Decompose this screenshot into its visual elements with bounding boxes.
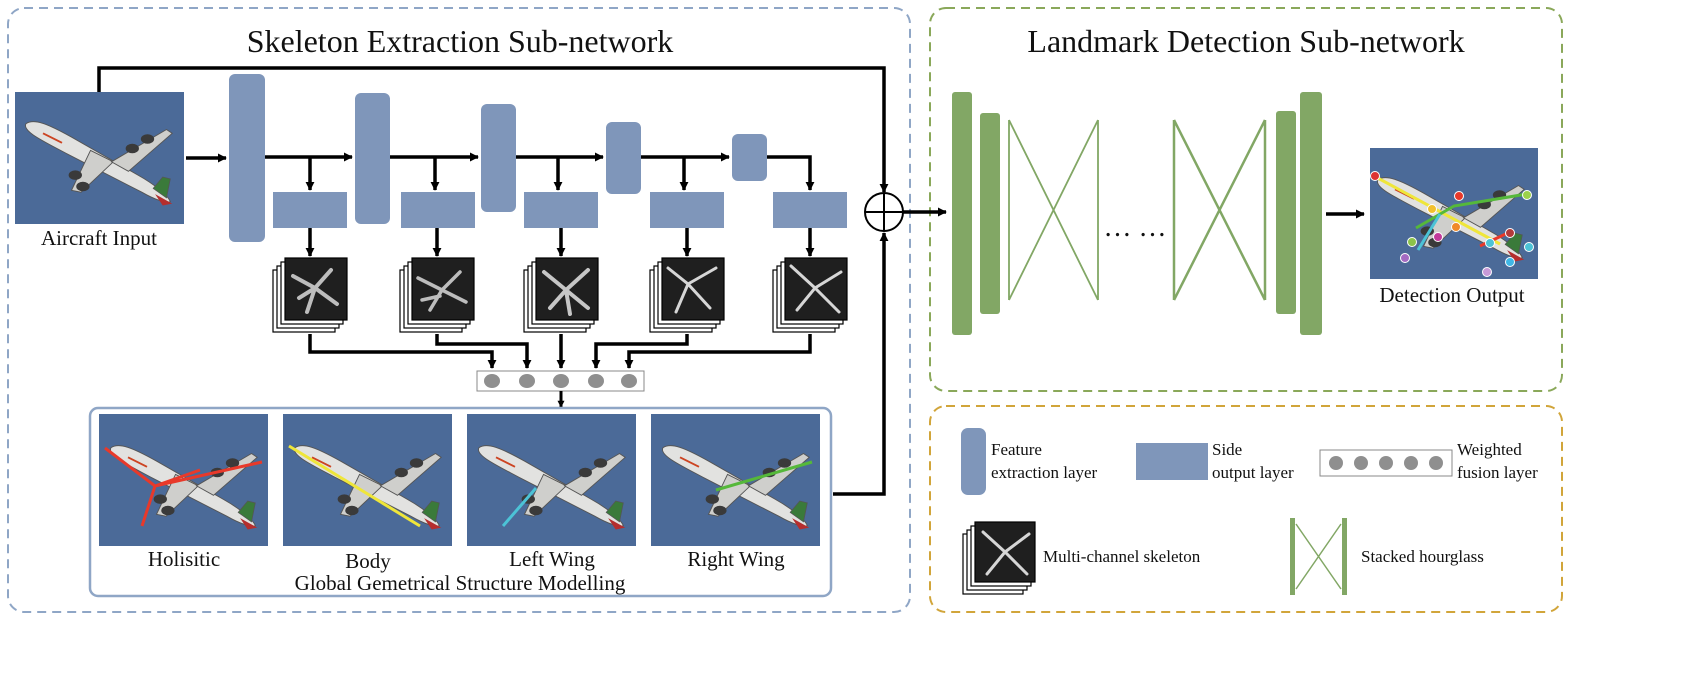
legend-weighted-fusion-swatch	[1319, 449, 1453, 477]
legend-feature-layer-swatch	[961, 428, 986, 495]
side-output-4	[650, 192, 724, 228]
aircraft-input-image	[15, 92, 184, 224]
legend-hourglass-swatch	[1290, 518, 1347, 595]
structure-modelling-frame	[88, 406, 833, 598]
feature-layer-4	[606, 122, 641, 194]
structure-image-right-wing	[651, 414, 820, 546]
structure-label-left-wing: Left Wing	[509, 547, 595, 571]
landmark-section-frame	[929, 7, 1563, 392]
structure-label-body: Body	[345, 549, 391, 573]
legend-side-output-line1: Side	[1212, 440, 1242, 459]
legend-frame	[929, 405, 1563, 613]
feature-layer-1	[229, 74, 265, 242]
layer-connectors	[265, 152, 815, 191]
structure-image-holistic	[99, 414, 268, 546]
aircraft-input-label: Aircraft Input	[41, 226, 157, 250]
feature-layer-3	[481, 104, 516, 212]
skeleton-section-frame	[7, 7, 911, 613]
feature-layer-2	[355, 93, 390, 224]
structure-caption: Global Gemetrical Structure Modelling	[295, 571, 626, 595]
landmark-section-title: Landmark Detection Sub-network	[1027, 23, 1464, 59]
legend-side-output-swatch	[1136, 443, 1208, 480]
legend-feature-layer-line2: extraction layer	[991, 463, 1098, 482]
structure-label-right-wing: Right Wing	[687, 547, 785, 571]
bypass-connector	[97, 66, 889, 193]
side-output-2	[401, 192, 475, 228]
sum-node	[864, 192, 904, 232]
legend-multi-channel-label: Multi-channel skeleton	[1043, 547, 1201, 566]
structure-to-sum-connector	[833, 232, 889, 496]
side-output-5	[773, 192, 847, 228]
legend-hourglass-label: Stacked hourglass	[1361, 547, 1484, 566]
weighted-fusion-layer	[476, 370, 645, 392]
skeleton-map-1	[272, 257, 348, 333]
legend-side-output-line2: output layer	[1212, 463, 1294, 482]
fusion-connectors	[308, 334, 812, 369]
skeleton-section-title: Skeleton Extraction Sub-network	[247, 23, 674, 59]
structure-label-holistic: Holisitic	[148, 547, 220, 571]
skeleton-map-5	[772, 257, 848, 333]
structure-image-body	[283, 414, 452, 546]
skeleton-map-3	[523, 257, 599, 333]
legend-multi-channel-swatch	[962, 521, 1036, 595]
legend-weighted-fusion-line2: fusion layer	[1457, 463, 1538, 482]
side-output-1	[273, 192, 347, 228]
structure-image-left-wing	[467, 414, 636, 546]
feature-layer-5	[732, 134, 767, 181]
legend-weighted-fusion-line1: Weighted	[1457, 440, 1522, 459]
skeleton-arrows	[305, 228, 815, 257]
skeleton-map-2	[399, 257, 475, 333]
skeleton-map-4	[649, 257, 725, 333]
detection-output-image	[1370, 148, 1538, 279]
legend-feature-layer-line1: Feature	[991, 440, 1042, 459]
side-output-3	[524, 192, 598, 228]
hourglass-ellipsis: … …	[1104, 212, 1167, 243]
stacked-hourglass	[952, 92, 1322, 335]
detection-output-label: Detection Output	[1379, 283, 1524, 307]
